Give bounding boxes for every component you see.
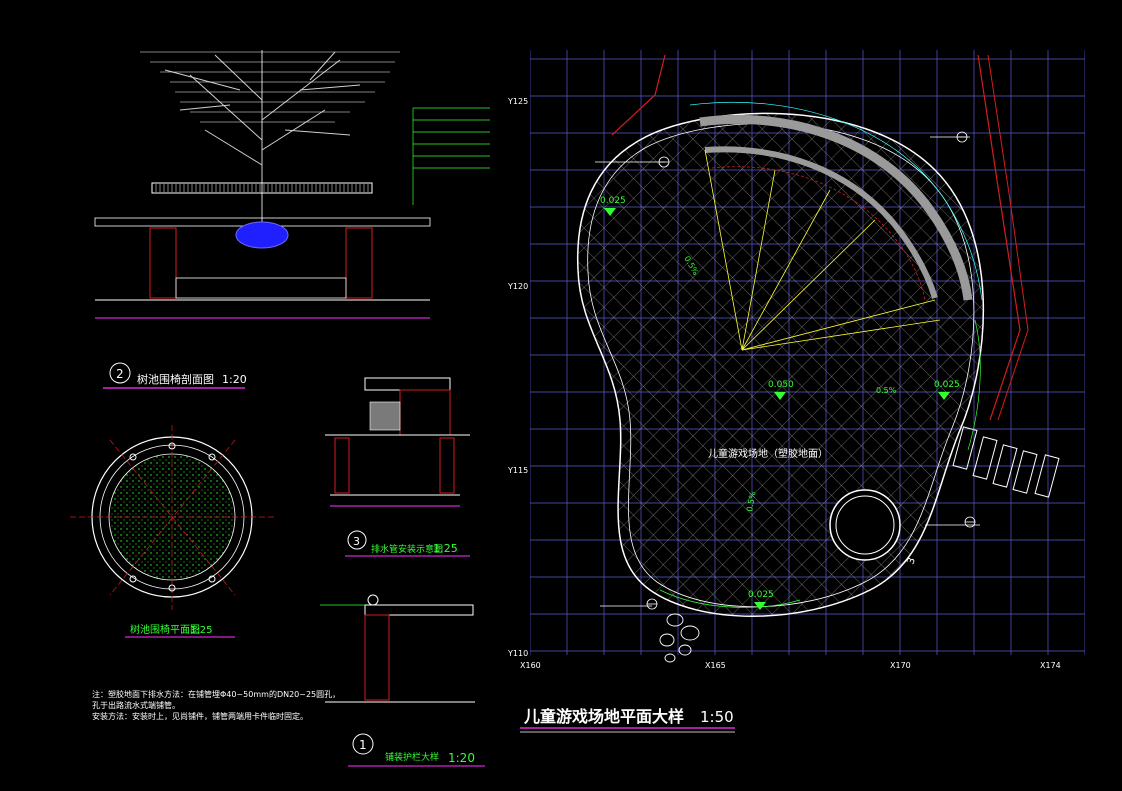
section-1-marker [352,733,374,755]
grid-label-x170: X170 [890,661,911,670]
section-3-title: 排水管安装示意图 [371,543,443,555]
curved-seat-outer [699,115,973,301]
tree-plan-axes [70,425,275,610]
note-line-3: 安装方法：安装时上，见尚铺件，铺管两端用卡件临时固定。 [92,711,308,721]
section-3-number: 3 [353,535,360,548]
tree-canopy-hatch [140,51,400,123]
grid-y-labels: Y125 Y120 Y115 Y110 [507,97,528,658]
tree-branches [164,50,361,225]
rail-detail: 1 铺装护栏大样 1:20 [320,594,485,767]
main-plan-title: 儿童游戏场地平面大样 [523,707,684,726]
dimension-arc-outer [689,101,983,301]
elevation-2: 0.050 [768,380,794,390]
grid-label-x165: X165 [705,661,726,670]
tree-plan-scale: 1:25 [190,625,212,636]
grid-label-y115: Y115 [507,466,528,475]
bench-slats [155,184,369,192]
red-boundary-right [977,54,1021,421]
section-1-number: 1 [359,738,367,752]
section-2-scale: 1:20 [222,373,247,386]
boulders [659,613,700,663]
grid-label-y125: Y125 [507,97,528,106]
play-area-label: 儿童游戏场地（塑胶地面） [708,447,828,460]
grid-label-x160: X160 [520,661,541,670]
tree-root-ball [235,221,289,249]
section-1-title: 铺装护栏大样 [385,751,439,763]
main-plan: 0.025 0.050 0.025 0.025 0.5% 0.5% 0.5% 3… [507,50,1085,733]
grid-label-y110: Y110 [507,649,528,658]
slope-label-3: 0.5% [745,490,757,512]
drain-top-slab [364,377,451,391]
rail-post-cap [367,594,379,606]
sector-fan [704,149,941,351]
notes: 注：塑胶地面下排水方法：在铺管埋Φ40~50mm的DN20~25圆孔， 孔于出路… [92,689,340,721]
note-line-2: 孔于出路流水式端铺管。 [92,700,180,710]
section-3-scale: 1:25 [433,542,458,555]
drain-detail: 3 排水管安装示意图 1:25 [325,377,470,557]
bench-top [151,182,373,194]
round-sandpit-inner [835,495,895,555]
section-2-marker [109,362,131,384]
pit-wall-right [345,227,373,299]
sector-arc-red [711,166,926,301]
slope-label-2: 0.5% [876,386,897,395]
red-boundary-left [611,54,666,136]
grid-label-x174: X174 [1040,661,1061,670]
tree-pool-section: 2 树池围椅剖面图 1:20 [94,50,490,389]
rail-post [364,614,390,701]
drain-fill [369,401,401,431]
callout-number-3: 3 [905,556,918,566]
curved-seat-inner [704,146,938,299]
grid-x-labels: X160 X165 X170 X174 [520,661,1061,670]
elevation-4: 0.025 [748,590,774,600]
pit-wall-left [149,227,177,299]
stepping-slabs [952,426,1060,498]
section-1-scale: 1:20 [448,751,475,765]
elevation-markers [604,208,950,610]
pit-gravel [175,277,347,299]
main-plan-scale: 1:50 [700,708,734,726]
section-2-title: 树池围椅剖面图 [137,372,214,386]
elevation-3: 0.025 [934,380,960,390]
round-sandpit-outer [829,489,901,561]
section-2-number: 2 [116,367,124,381]
dimension-arc-right [967,319,981,451]
rail-deck [364,604,474,616]
play-area-outline-inner [587,123,975,608]
play-area-outline [576,112,985,617]
tree-plan-bolts [129,442,216,592]
drain-box [399,389,451,436]
tree-pool-plan: 树池围椅平面图 1:25 [70,425,275,638]
note-line-1: 注：塑胶地面下排水方法：在铺管埋Φ40~50mm的DN20~25圆孔， [92,689,340,699]
drain-pier-right [439,437,455,494]
section-notes-lines [412,107,490,205]
grid-label-y120: Y120 [507,282,528,291]
elevation-1: 0.025 [600,196,626,206]
callout-symbols [646,131,976,610]
tree-plan-title: 树池围椅平面图 [130,623,200,636]
dimension-arc-bottom [659,589,801,608]
section-3-marker [347,530,367,550]
red-boundary-right-2 [987,54,1029,421]
drain-pier-left [334,437,350,494]
